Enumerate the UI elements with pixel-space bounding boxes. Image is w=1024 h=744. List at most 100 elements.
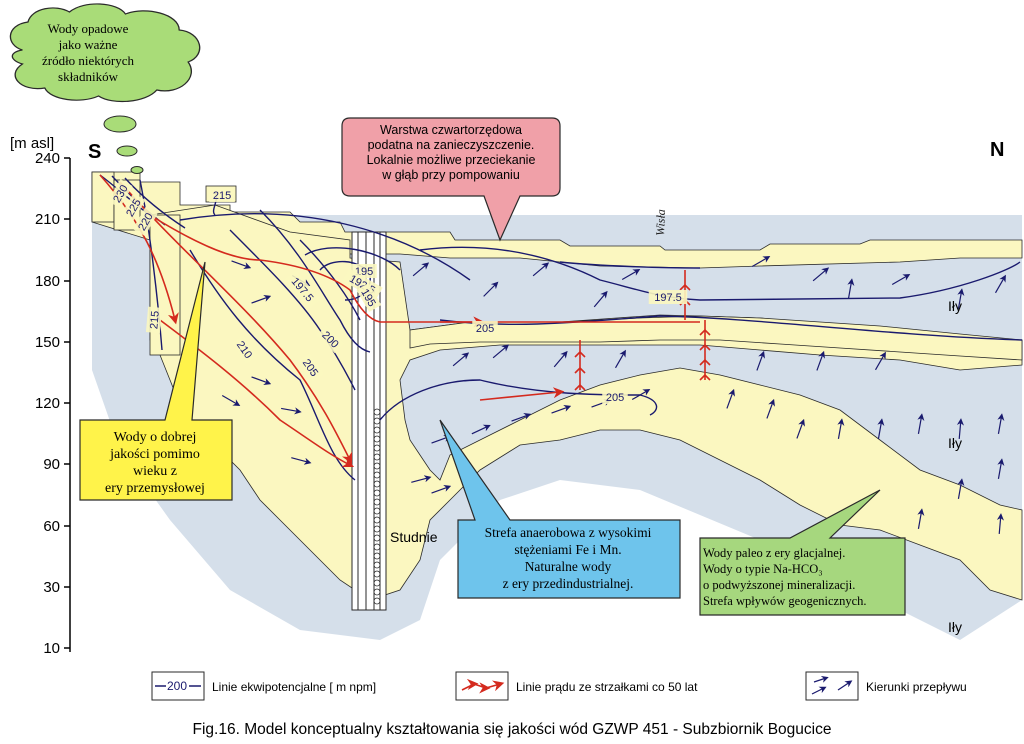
clay-label-1: Iły	[948, 298, 962, 314]
svg-text:197.5: 197.5	[654, 292, 682, 304]
flow-arrow	[726, 388, 735, 409]
callout-good-water: Wody o dobrej jakości pomimo wieku z ery…	[79, 261, 233, 501]
flow-arrow	[532, 262, 550, 277]
flow-arrow	[511, 413, 532, 422]
axis-unit: [m asl]	[10, 135, 54, 152]
svg-text:z ery przedindustrialnej.: z ery przedindustrialnej.	[503, 576, 634, 591]
svg-text:215: 215	[148, 310, 162, 329]
direction-north: N	[990, 139, 1004, 161]
isoline-label: 215	[209, 188, 235, 202]
leakage-arrow	[699, 343, 711, 351]
y-tick-label: 150	[35, 334, 60, 351]
leakage-arrow	[574, 366, 586, 374]
svg-text:205: 205	[476, 323, 494, 335]
flow-arrow	[291, 457, 312, 465]
flow-arrow	[997, 458, 1005, 479]
flow-arrow	[631, 389, 651, 401]
flow-arrow	[221, 394, 241, 406]
flow-arrow	[431, 435, 452, 444]
svg-text:Lokalnie możliwe przeciekanie: Lokalnie możliwe przeciekanie	[367, 153, 536, 167]
flow-arrow	[956, 418, 964, 440]
svg-text:wieku z: wieku z	[133, 464, 177, 479]
flow-arrow	[766, 398, 775, 419]
flow-arrow	[957, 478, 965, 499]
flow-arrow	[874, 351, 886, 371]
legend-equipotential: Linie ekwipotencjalne [ m npm]	[212, 680, 376, 694]
isoline-label: 197.5	[648, 290, 688, 304]
flow-arrow	[847, 278, 855, 299]
flow-arrow	[551, 405, 572, 414]
leakage-arrow	[679, 283, 691, 291]
flow-arrow	[751, 256, 771, 268]
flow-arrow	[996, 513, 1004, 535]
flow-arrow	[816, 350, 825, 371]
isoline-label: 205	[602, 390, 628, 404]
flow-arrow	[452, 352, 470, 367]
svg-text:źródło niektórych: źródło niektórych	[42, 53, 135, 68]
y-tick-label: 210	[35, 211, 60, 228]
river-label: Wisła	[653, 209, 668, 236]
flow-arrow	[756, 350, 765, 371]
legend: 200 Linie ekwipotencjalne [ m npm] Linie…	[151, 671, 967, 701]
callout-quaternary: Warstwa czwartorzędowa podatna na zaniec…	[341, 117, 561, 242]
flow-arrow	[917, 413, 925, 434]
svg-text:ery przemysłowej: ery przemysłowej	[105, 481, 205, 496]
leakage-arrow	[699, 358, 711, 366]
flow-arrow	[411, 475, 432, 483]
flow-arrow	[994, 274, 1006, 294]
flow-arrow	[997, 413, 1005, 434]
y-tick-label: 60	[43, 518, 60, 535]
svg-text:jakości pomimo: jakości pomimo	[109, 447, 200, 462]
y-tick-label: 90	[43, 456, 60, 473]
leakage-arrow	[574, 383, 586, 391]
svg-text:205: 205	[606, 392, 624, 404]
clay-label-3: Iły	[948, 619, 962, 635]
y-tick-label: 10	[43, 640, 60, 657]
svg-text:215: 215	[213, 190, 231, 202]
svg-text:Naturalne wody: Naturalne wody	[525, 559, 612, 574]
svg-text:Wody opadowe: Wody opadowe	[48, 21, 129, 36]
leakage-arrow	[699, 328, 711, 336]
svg-text:Strefa anaerobowa z wysokimi: Strefa anaerobowa z wysokimi	[485, 525, 652, 540]
svg-text:o podwyższonej mineralizacji.: o podwyższonej mineralizacji.	[703, 578, 855, 592]
y-tick-label: 120	[35, 395, 60, 412]
svg-text:w głąb przy pompowaniu: w głąb przy pompowaniu	[381, 168, 520, 182]
wells-label: Studnie	[390, 529, 438, 545]
flow-arrow	[231, 260, 252, 269]
direction-south: S	[88, 141, 101, 163]
flow-arrow	[614, 349, 626, 369]
y-tick-label: 240	[35, 150, 60, 167]
svg-text:jako ważne: jako ważne	[58, 37, 118, 52]
flow-arrow	[431, 485, 452, 494]
callout-paleo: Wody paleo z ery glacjalnej. Wody o typi…	[699, 489, 906, 616]
leakage-arrow	[699, 373, 711, 381]
svg-text:podatna na zanieczyszczenie.: podatna na zanieczyszczenie.	[368, 138, 535, 152]
svg-text:stężeniami Fe i Mn.: stężeniami Fe i Mn.	[514, 542, 621, 557]
svg-text:Wody paleo z ery glacjalnej.: Wody paleo z ery glacjalnej.	[703, 546, 845, 560]
isoline-label: 205	[472, 321, 498, 335]
flow-arrow	[471, 424, 491, 435]
isoline-label: 215	[145, 306, 163, 334]
callout-rain: Wody opadowe jako ważne źródło niektóryc…	[9, 3, 201, 174]
svg-text:Wody o dobrej: Wody o dobrej	[114, 430, 197, 445]
callout-anaerobic: Strefa anaerobowa z wysokimi stężeniami …	[439, 419, 681, 599]
flow-arrow	[593, 290, 608, 308]
legend-directions: Kierunki przepływu	[866, 680, 967, 694]
flow-arrow	[483, 281, 499, 297]
svg-text:składników: składników	[58, 69, 119, 84]
flow-arrow	[553, 350, 568, 368]
figure-caption: Fig.16. Model konceptualny kształtowania…	[193, 721, 832, 738]
svg-text:Warstwa czwartorzędowa: Warstwa czwartorzędowa	[380, 123, 522, 137]
flow-arrow	[412, 262, 430, 277]
svg-text:200: 200	[167, 679, 187, 693]
flow-arrow	[621, 269, 641, 281]
legend-flowlines: Linie prądu ze strzałkami co 50 lat	[516, 680, 698, 694]
flow-arrow	[877, 418, 885, 439]
clay-label-2: Iły	[948, 435, 962, 451]
flow-arrow	[957, 288, 965, 309]
flow-arrow	[796, 418, 805, 439]
flow-arrow	[251, 295, 272, 304]
flow-arrow	[251, 376, 272, 385]
